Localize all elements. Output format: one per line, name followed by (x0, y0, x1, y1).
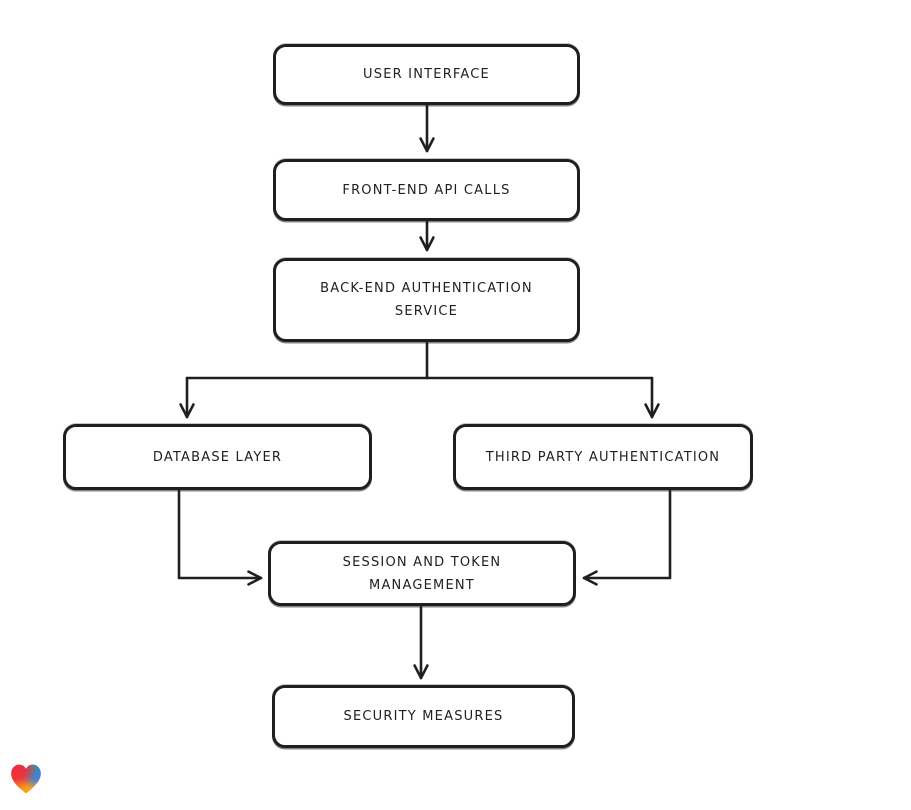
gradient-heart-icon (11, 764, 41, 794)
node-security-measures: SECURITY MEASURES (272, 685, 575, 748)
node-front-end-api-calls: FRONT-END API CALLS (273, 159, 580, 221)
node-user-interface: USER INTERFACE (273, 44, 580, 105)
node-label: SECURITY MEASURES (343, 709, 504, 724)
node-label: FRONT-END API CALLS (342, 182, 511, 198)
node-session-and-token-management: SESSION AND TOKEN MANAGEMENT (268, 541, 576, 606)
edge-thirdparty-to-session (582, 489, 672, 586)
node-label: DATABASE LAYER (152, 449, 283, 465)
node-label: SESSION AND TOKEN MANAGEMENT (342, 554, 502, 593)
node-label: USER INTERFACE (363, 67, 490, 82)
edge-database-to-session (177, 489, 263, 586)
node-back-end-authentication-service: BACK-END AUTHENTICATION SERVICE (273, 258, 580, 342)
node-label: BACK-END AUTHENTICATION SERVICE (320, 281, 533, 319)
node-database-layer: DATABASE LAYER (63, 424, 372, 490)
node-label: THIRD PARTY AUTHENTICATION (485, 449, 721, 465)
node-third-party-authentication: THIRD PARTY AUTHENTICATION (453, 424, 753, 490)
